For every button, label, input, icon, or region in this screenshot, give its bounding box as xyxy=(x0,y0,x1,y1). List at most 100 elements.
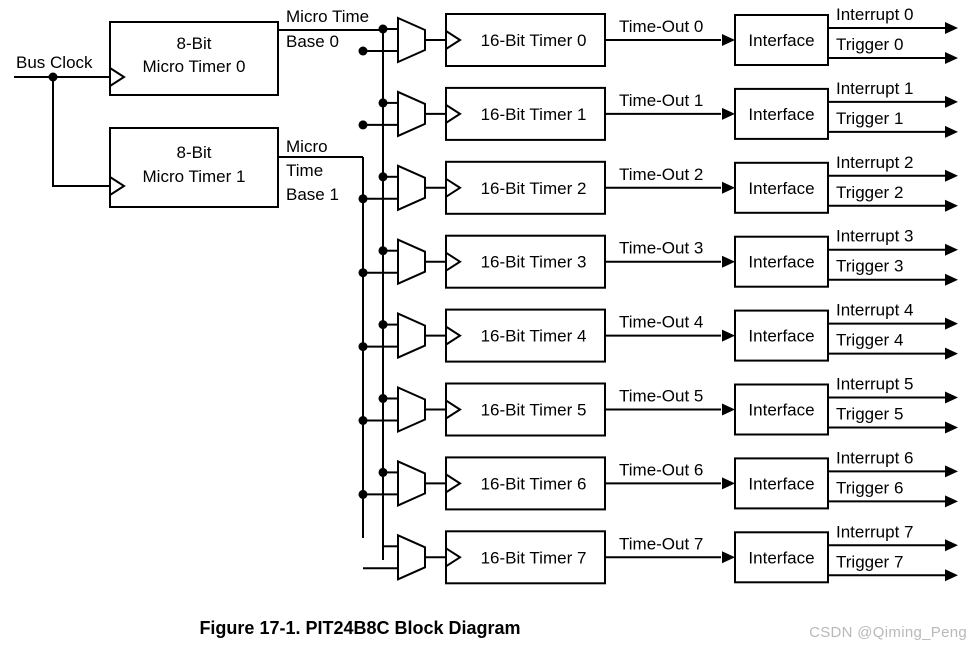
micro-time-base-1-label-line3: Base 1 xyxy=(286,185,339,204)
mux-5-base0-junction-dot xyxy=(378,394,388,403)
time-out-3-label: Time-Out 3 xyxy=(619,239,703,258)
trigger-6-arrowhead xyxy=(945,495,958,508)
timer-7-box[interactable] xyxy=(445,530,606,585)
timer-6-box[interactable] xyxy=(445,456,606,511)
mux-7 xyxy=(397,533,426,581)
interrupt-4-arrowhead xyxy=(945,317,958,330)
interface-2-label: Interface xyxy=(748,179,814,198)
channel-row-1: 16-Bit Timer 1 Time-Out 1 Interface Interru… xyxy=(358,79,958,141)
time-out-7-arrowhead xyxy=(722,551,735,564)
mux-1-base0-junction-dot xyxy=(378,98,388,108)
trigger-3-label: Trigger 3 xyxy=(836,257,903,276)
time-out-7-label: Time-Out 7 xyxy=(619,534,703,553)
trigger-6-label: Trigger 6 xyxy=(836,478,903,497)
timer-7-clock-input-icon xyxy=(445,547,462,568)
micro-timer-0-group: 8-Bit Micro Timer 0 Micro Time Base 0 xyxy=(109,7,383,96)
micro-timer-0-box xyxy=(109,21,279,96)
mux-3-base1-junction-dot xyxy=(358,268,368,278)
timer-4-box[interactable] xyxy=(445,308,606,363)
time-out-0-arrowhead xyxy=(722,34,735,46)
interrupt-6-label: Interrupt 6 xyxy=(836,448,914,467)
trigger-1-arrowhead xyxy=(945,125,958,138)
interrupt-1-label: Interrupt 1 xyxy=(836,79,914,98)
mux-5 xyxy=(397,385,426,434)
interface-1-label: Interface xyxy=(748,105,814,124)
bus-clock-junction-dot xyxy=(48,72,58,82)
time-out-4-arrowhead xyxy=(722,329,735,342)
micro-time-base-1-label-line2: Time xyxy=(286,161,323,180)
interface-4-box[interactable] xyxy=(734,309,829,362)
trigger-4-arrowhead xyxy=(945,347,958,360)
timer-6-label: 16-Bit Timer 6 xyxy=(481,474,587,493)
watermark-label: CSDN @Qiming_Peng xyxy=(809,624,967,641)
interrupt-0-label: Interrupt 0 xyxy=(836,5,914,24)
interface-1-box[interactable] xyxy=(734,87,829,140)
trigger-4-label: Trigger 4 xyxy=(836,331,903,350)
timer-2-clock-input-icon xyxy=(445,177,462,198)
figure-caption: Figure 17-1. PIT24B8C Block Diagram xyxy=(199,618,521,638)
time-out-5-label: Time-Out 5 xyxy=(619,387,703,406)
mux-2-base1-junction-dot xyxy=(358,194,368,204)
mux-4-base0-junction-dot xyxy=(378,320,388,330)
timer-3-box[interactable] xyxy=(445,234,606,289)
mux-1-base1-junction-dot xyxy=(358,120,368,130)
interface-6-label: Interface xyxy=(748,474,814,493)
micro-timer-1-clock-input-icon xyxy=(109,176,126,196)
interface-3-box[interactable] xyxy=(734,235,829,288)
mux-5-base1-junction-dot xyxy=(358,416,368,425)
timer-1-label: 16-Bit Timer 1 xyxy=(481,105,587,124)
interface-4-label: Interface xyxy=(748,327,814,346)
trigger-2-arrowhead xyxy=(945,199,958,212)
timer-0-box[interactable] xyxy=(445,13,606,67)
trigger-2-label: Trigger 2 xyxy=(836,183,903,202)
time-out-4-label: Time-Out 4 xyxy=(619,313,703,332)
time-base-bus-group xyxy=(362,30,384,560)
time-out-1-label: Time-Out 1 xyxy=(619,91,703,110)
time-out-2-label: Time-Out 2 xyxy=(619,165,703,184)
timer-5-clock-input-icon xyxy=(445,399,462,420)
timer-0-clock-input-icon xyxy=(445,30,462,50)
interrupt-2-arrowhead xyxy=(945,169,958,182)
trigger-5-arrowhead xyxy=(945,421,958,434)
mux-2-base0-junction-dot xyxy=(378,172,388,182)
time-out-3-arrowhead xyxy=(722,255,735,268)
timer-1-clock-input-icon xyxy=(445,104,462,124)
interface-2-box[interactable] xyxy=(734,161,829,214)
interrupt-0-arrowhead xyxy=(945,22,958,34)
time-out-1-arrowhead xyxy=(722,107,735,120)
interrupt-6-arrowhead xyxy=(945,465,958,478)
bus-clock-group: Bus Clock xyxy=(14,53,110,187)
interface-0-box[interactable] xyxy=(734,14,829,66)
interface-7-label: Interface xyxy=(748,548,814,567)
channel-row-6: 16-Bit Timer 6 Time-Out 6 Interface Interru… xyxy=(358,448,958,511)
trigger-1-label: Trigger 1 xyxy=(836,109,903,128)
timer-3-clock-input-icon xyxy=(445,251,462,272)
interface-7-box[interactable] xyxy=(734,531,829,584)
trigger-0-arrowhead xyxy=(945,52,958,64)
time-out-6-arrowhead xyxy=(722,477,735,490)
mux-0-base0-junction-dot xyxy=(378,24,388,34)
mux-3-base0-junction-dot xyxy=(378,246,388,256)
time-out-6-label: Time-Out 6 xyxy=(619,460,703,479)
micro-timer-1-group: 8-Bit Micro Timer 1 Micro Time Base 1 xyxy=(109,127,363,208)
time-out-2-arrowhead xyxy=(722,181,735,194)
interface-6-box[interactable] xyxy=(734,457,829,510)
interrupt-5-label: Interrupt 5 xyxy=(836,375,914,394)
mux-6-base0-junction-dot xyxy=(378,467,388,477)
micro-time-base-1-label-line1: Micro xyxy=(286,137,328,156)
timer-5-label: 16-Bit Timer 5 xyxy=(481,401,587,420)
trigger-7-arrowhead xyxy=(945,569,958,582)
interrupt-7-label: Interrupt 7 xyxy=(836,522,914,541)
interface-5-box[interactable] xyxy=(734,383,829,436)
timer-0-label: 16-Bit Timer 0 xyxy=(481,31,587,50)
micro-timer-0-label-line1: 8-Bit xyxy=(177,34,212,53)
timer-6-clock-input-icon xyxy=(445,473,462,494)
interface-0-label: Interface xyxy=(748,31,814,50)
interrupt-1-arrowhead xyxy=(945,95,958,108)
